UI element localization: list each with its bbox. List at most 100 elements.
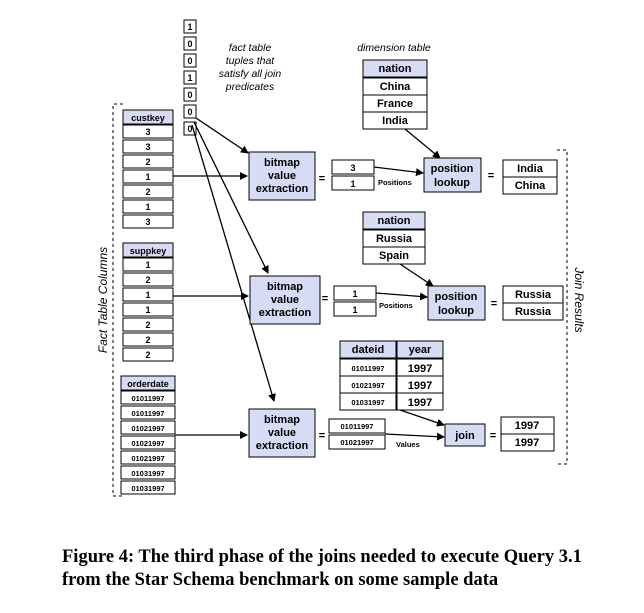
dimension-arrow	[399, 409, 445, 427]
svg-text:01011997: 01011997	[132, 409, 165, 418]
svg-text:3: 3	[350, 163, 355, 173]
extracted-list-1: 3 1	[331, 159, 375, 191]
svg-text:value: value	[268, 170, 296, 182]
bitmap-cell	[183, 70, 197, 85]
dimension-header	[396, 340, 444, 359]
position-lookup-box-1: position lookup	[423, 157, 482, 193]
column-cell	[120, 480, 176, 495]
result-list-3: 1997 1997	[500, 416, 555, 452]
bitmap-arrow	[191, 124, 276, 402]
svg-text:extraction: extraction	[256, 440, 309, 452]
svg-text:1997: 1997	[515, 420, 539, 432]
result-list-1: India China	[502, 159, 558, 195]
svg-text:01011997: 01011997	[352, 364, 385, 373]
bitmap-column: 1 0 0 1 0 0 0	[183, 19, 197, 136]
svg-text:suppkey: suppkey	[130, 246, 167, 256]
extracted-list-2: 1 1	[333, 285, 377, 317]
bitmap-arrow	[193, 121, 269, 274]
extraction-box-1: bitmap value extraction	[248, 151, 316, 201]
svg-text:orderdate: orderdate	[127, 379, 169, 389]
column-cell	[122, 347, 174, 362]
extraction-box-3: bitmap value extraction	[248, 408, 316, 458]
values-arrow	[384, 432, 445, 441]
svg-text:1997: 1997	[408, 363, 432, 375]
equals-sign: =	[488, 170, 494, 182]
svg-text:1: 1	[352, 305, 357, 315]
extracted-list-3: 01011997 01021997	[328, 418, 386, 450]
column-cell	[122, 199, 174, 214]
svg-text:2: 2	[145, 320, 150, 330]
custkey-column: custkey 3 3 2 1 2 1 3	[122, 109, 174, 229]
bitmap-bit: 0	[187, 39, 192, 49]
svg-text:1: 1	[352, 289, 357, 299]
positions-arrow	[375, 292, 428, 301]
column-cell	[120, 465, 176, 480]
svg-text:extraction: extraction	[259, 307, 312, 319]
fact-table-note: fact table tuples that satisfy all join …	[219, 42, 282, 93]
fact-columns-bracket	[112, 103, 123, 497]
svg-text:France: France	[377, 98, 413, 110]
figure-caption: Figure 4: The third phase of the joins n…	[62, 547, 582, 590]
column-header	[120, 375, 176, 391]
svg-text:01031997: 01031997	[131, 469, 164, 478]
column-cell	[122, 184, 174, 199]
position-lookup-box-2: position lookup	[427, 285, 486, 321]
bitmap-cell	[183, 36, 197, 51]
bitmap-cell	[183, 87, 197, 102]
column-cell	[120, 420, 176, 435]
result-list-2: Russia Russia	[502, 285, 564, 321]
column-cell	[122, 332, 174, 347]
bitmap-cell	[183, 19, 197, 34]
svg-text:India: India	[382, 115, 409, 127]
column-cell	[122, 257, 174, 272]
dimension-header	[362, 211, 426, 230]
svg-text:1: 1	[145, 305, 150, 315]
column-cell	[122, 154, 174, 169]
svg-text:01021997: 01021997	[131, 454, 164, 463]
svg-text:position: position	[435, 291, 478, 303]
bitmap-cell	[183, 53, 197, 68]
fact-columns-label: Fact Table Columns	[96, 247, 110, 353]
orderdate-column: orderdate 01011997 01011997 01021997 010…	[120, 375, 176, 495]
positions-label: Positions	[379, 301, 413, 310]
svg-text:2: 2	[145, 187, 150, 197]
join-results-label: Join Results	[572, 266, 586, 332]
svg-text:1997: 1997	[408, 380, 432, 392]
column-cell	[120, 450, 176, 465]
svg-text:extraction: extraction	[256, 183, 309, 195]
svg-text:nation: nation	[379, 63, 412, 75]
column-cell	[122, 302, 174, 317]
svg-text:India: India	[517, 163, 544, 175]
svg-text:value: value	[271, 294, 299, 306]
join-box: join	[444, 423, 486, 447]
svg-text:position: position	[431, 163, 474, 175]
svg-text:1: 1	[145, 202, 150, 212]
svg-text:year: year	[409, 344, 432, 356]
svg-text:1997: 1997	[408, 397, 432, 409]
svg-text:01021997: 01021997	[131, 439, 164, 448]
svg-text:fact table: fact table	[229, 42, 272, 54]
column-cell	[122, 214, 174, 229]
svg-text:1997: 1997	[515, 437, 539, 449]
bitmap-bit: 1	[187, 73, 192, 83]
column-cell	[122, 139, 174, 154]
positions-arrow	[373, 166, 424, 177]
bitmap-bit: 0	[187, 124, 192, 134]
bitmap-bit: 0	[187, 56, 192, 66]
svg-text:Russia: Russia	[376, 233, 413, 245]
svg-text:satisfy all join: satisfy all join	[219, 68, 282, 80]
equals-sign: =	[319, 430, 325, 442]
svg-text:Spain: Spain	[379, 250, 409, 262]
bitmap-bit: 0	[187, 107, 192, 117]
extraction-box-2: bitmap value extraction	[249, 275, 321, 325]
dimension-table-label: dimension table	[357, 42, 431, 54]
equals-sign: =	[322, 293, 328, 305]
column-cell	[122, 124, 174, 139]
column-header	[122, 242, 174, 258]
svg-text:dateid: dateid	[352, 344, 384, 356]
svg-text:nation: nation	[378, 215, 411, 227]
equals-sign: =	[491, 298, 497, 310]
svg-text:bitmap: bitmap	[264, 414, 300, 426]
svg-text:2: 2	[145, 350, 150, 360]
